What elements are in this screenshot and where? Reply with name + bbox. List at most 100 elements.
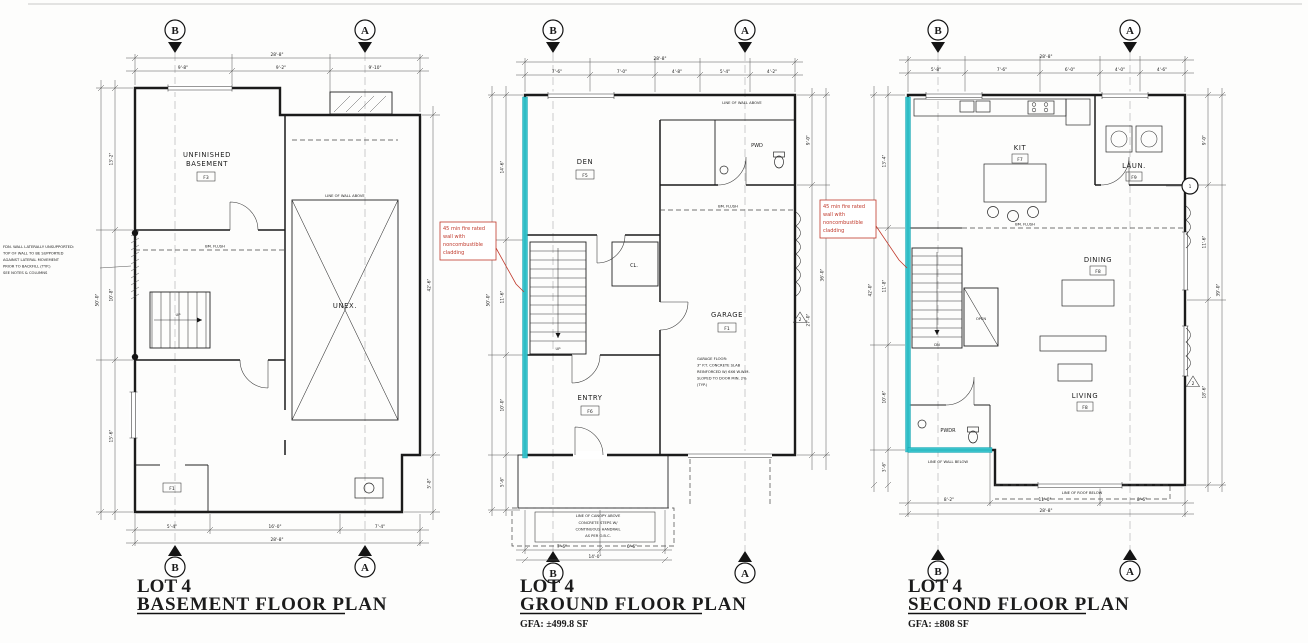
room-label-closet: CL. [630,263,638,269]
section-marker-a-bottom-basement: A [354,545,376,578]
room-tag: F8 [1082,405,1088,411]
room-tag: F1 [169,486,175,492]
canopy-note-line: LINE OF CANOPY ABOVE [576,514,621,518]
dim-label: 4'-0" [1115,67,1125,73]
dim-label: 42'-6" [427,279,433,292]
fire-note-line: noncombustible [823,220,863,226]
second-stairs: DN [911,247,963,349]
stair-direction-label: DN [934,343,940,347]
canopy-note-line: CONTINUOUS HANDRAIL [575,528,621,532]
dim-label: 5'-6" [500,477,506,487]
revision-number: 2 [1192,381,1195,387]
gfa-label: GFA: ±499.8 SF [520,619,588,630]
room-label-basement: BASEMENT [186,160,228,168]
dim-label: 7'-6" [552,69,562,75]
dimensions-ground: 28'-8" 7'-6" 7'-0" 4'-8" 5'-4" 4'-2" 50'… [486,56,830,564]
dim-label: 39'-0" [1216,284,1222,297]
note-roof-below: LINE OF ROOF BELOW [1062,491,1103,495]
lot-label: LOT 4 [520,576,575,597]
section-marker-b-top-basement: B [164,19,186,545]
dim-label: 9'-8" [178,65,188,71]
basement-walls [129,84,422,514]
dim-label: 8'-6" [1137,497,1147,503]
dim-label: 11'-6" [1202,236,1208,249]
dim-label: 28'-8" [1040,54,1053,60]
section-marker-b-bottom-ground: B [542,551,564,584]
dim-label: 3'-6" [882,462,888,472]
basement-left-note: FDN. WALL LATERALLY UNSUPPORTED: TOP OF … [2,245,132,275]
second-walls: 2 1 [905,91,1200,500]
dim-label: 13'-2" [109,153,115,166]
fire-rating-note-second: 45 min fire rated wall with noncombustib… [819,199,908,269]
room-tag: F6 [587,409,593,415]
dim-label: 11'-0" [1039,497,1052,503]
note-bm-flush: BM. FLUSH [205,245,225,249]
section-letter: A [1126,25,1134,37]
garage-note-line: GARAGE FLOOR: [697,357,727,361]
section-letter: A [741,568,749,580]
room-tag: F3 [203,175,209,181]
dim-label: 10'-6" [882,391,888,404]
section-letter: A [361,25,369,37]
room-label-living: LIVING [1072,392,1098,400]
revision-number: 2 [799,317,802,323]
plan-title: BASEMENT FLOOR PLAN [137,594,387,615]
section-marker-a-top-basement: A [354,19,376,545]
dim-label: 28'-8" [1040,508,1053,514]
fire-note-line: cladding [823,228,844,234]
dim-label: 5'-8" [427,478,433,488]
section-marker-b-top-ground: B [542,19,564,551]
room-label-entry: ENTRY [578,394,603,402]
fire-rated-wall-highlight [522,96,528,459]
note-bm-flush: BM. FLUSH [1015,223,1035,227]
dim-label: 10'-0" [500,399,506,412]
room-tag: F5 [582,173,588,179]
dim-label: 11'-6" [500,291,506,304]
dim-label: 4'-8" [672,69,682,75]
pwdr-fixtures [917,419,979,444]
canopy-note-line: AS PER O.B.C. [585,534,611,538]
room-label-dining: DINING [1084,256,1112,264]
section-letter: B [549,25,557,37]
fire-note-line: wall with [823,212,845,218]
dim-label: 7'-0" [617,69,627,75]
room-label-unfinished: UNFINISHED [183,151,231,159]
garage-note-line: (TYP.) [697,383,708,387]
room-label-pwd: PWD [751,143,763,149]
dim-label: 14'-6" [500,161,506,174]
section-marker-a-top-ground: A [734,19,756,551]
room-label-den: DEN [577,158,593,166]
revision-triangle [793,311,807,323]
room-label-kitchen: KIT [1014,144,1027,152]
living-fixtures [1039,335,1107,382]
section-marker-a-bottom-ground: A [734,551,756,584]
fire-note-line: wall with [443,234,465,240]
revision-cloud [795,211,801,297]
dimensions-basement: 28'-8" 9'-8" 9'-2" 9'-10" 50'-0" 13'-2" … [95,52,440,547]
basement-panel: B A B A 28'-8" 9'-8" 9'-2" [2,19,440,615]
section-letter: A [361,562,369,574]
pwd-fixtures [719,151,785,175]
room-label-pwdr: PWDR [940,428,956,434]
section-marker-b-bottom-basement: B [164,545,186,578]
garage-note-line: 3" P.T. CONCRETE SLAB [697,364,741,368]
section-letter: B [171,562,179,574]
dim-label: 9'-2" [276,65,286,71]
fire-rated-wall-highlight [907,447,993,453]
section-letter: A [741,25,749,37]
revision-cloud [1185,205,1191,249]
plan-title: SECOND FLOOR PLAN [908,594,1130,615]
fire-note-line: 45 min fire rated [823,204,865,210]
ground-labels: DEN F5 CL. PWD GARAGE F1 ENTRY F6 LINE O… [575,101,763,538]
room-label-unex: UNEX. [333,302,357,310]
dim-label: 9'-0" [806,135,812,145]
dim-label: 9'-0" [1202,135,1208,145]
dim-label: 50'-0" [95,294,101,307]
second-panel: B A B A 28'-8" 5'-8" 7'-6" [819,19,1226,630]
revision-triangle [1186,375,1200,387]
dim-label: 28'-8" [271,537,284,543]
dimensions-second: 28'-8" 5'-8" 7'-6" 6'-0" 4'-0" 4'-6" 42'… [868,54,1226,518]
lot-label: LOT 4 [137,576,192,597]
